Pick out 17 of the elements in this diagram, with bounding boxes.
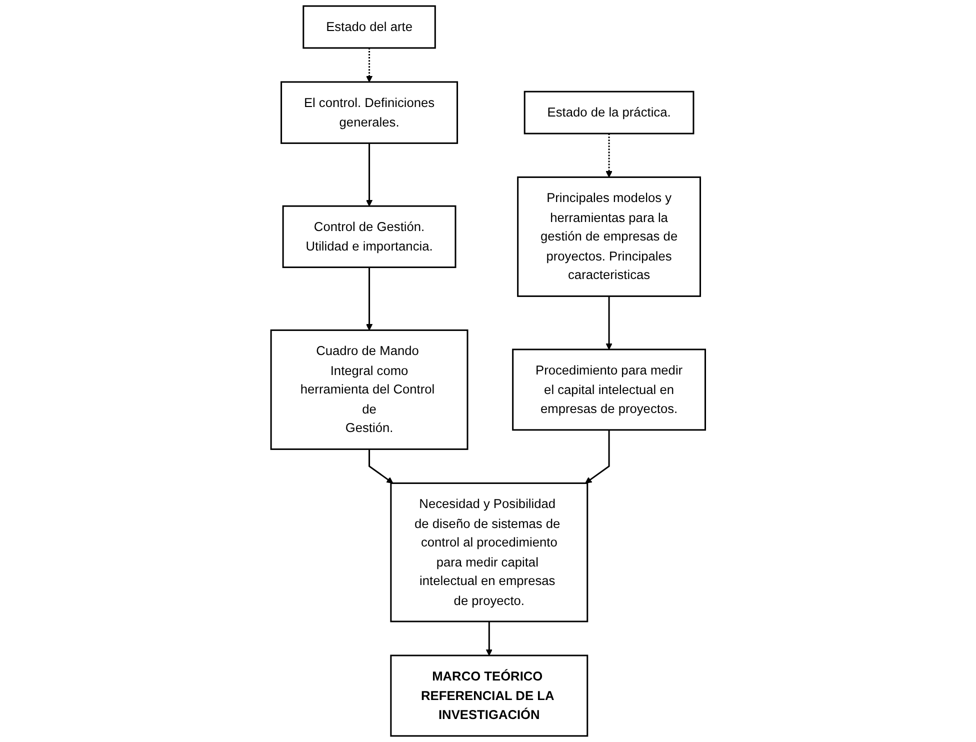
node-box: El control. Definiciones generales. [280,81,458,144]
node-box: MARCO TEÓRICO REFERENCIAL DE LA INVESTIGACIÓN [390,654,588,737]
arrow [606,296,612,350]
arrow [486,621,492,656]
node-box: Principales modelos y herramientas para la gestión de empresas de proyectos. Principales caracteristicas [516,176,701,297]
node-box: Control de Gestión. Utilidad e importancia. [282,205,456,268]
node-box: Estado de la práctica. [524,90,694,134]
arrow [366,143,372,206]
arrow [584,430,610,484]
node-box: Procedimiento para medir el capital intelectual en empresas de proyectos. [512,348,706,431]
node-box: Cuadro de Mando Integral como herramienta del Control de Gestión. [270,329,468,450]
arrow [366,267,372,330]
node-box: Estado del arte [302,5,436,49]
node-box: Necesidad y Posibilidad de diseño de sistemas de control al procedimiento para medir capital intelectual en empresas de proyecto. [390,482,588,622]
arrow [366,48,372,82]
arrow [368,449,394,484]
arrow [606,134,612,178]
